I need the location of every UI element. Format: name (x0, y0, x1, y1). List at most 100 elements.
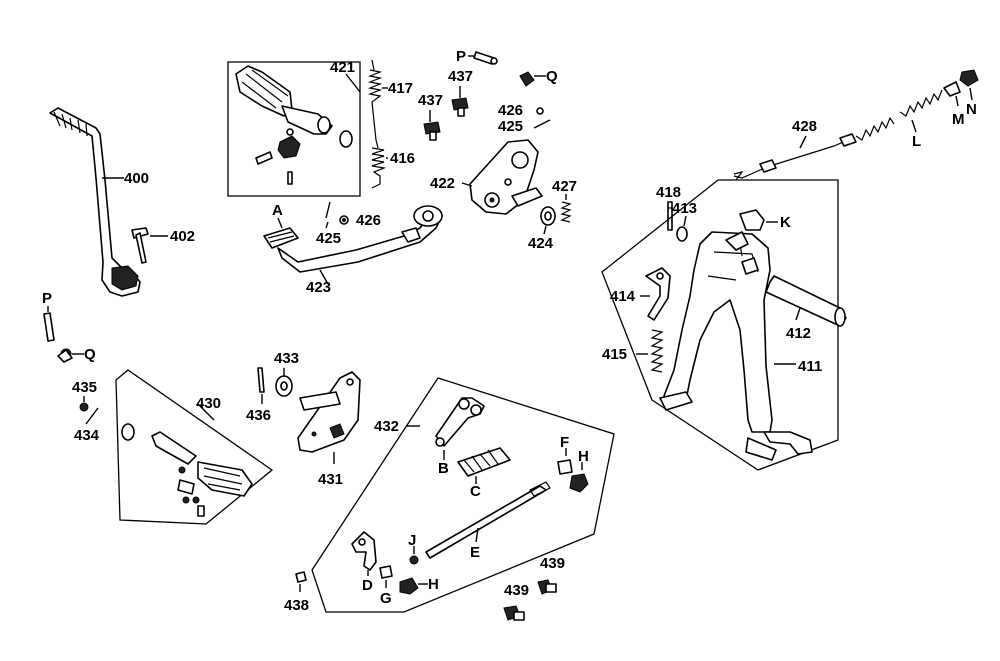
group-box-432 (311, 377, 615, 613)
label-h-right: H (578, 448, 589, 465)
label-415: 415 (602, 346, 627, 363)
label-q-left: Q (84, 346, 96, 363)
label-b: B (438, 460, 449, 477)
label-430: 430 (196, 395, 221, 412)
label-434: 434 (74, 427, 100, 444)
label-402: 402 (170, 228, 195, 245)
bolt-part-437-top (451, 97, 469, 117)
main-stand-part-411 (659, 231, 813, 461)
adjuster-part-m (943, 81, 961, 107)
nut-part-h-right (569, 462, 589, 493)
spring-part-416 (371, 139, 388, 189)
nut-part-n (959, 69, 979, 101)
washer-part-426-left (339, 215, 349, 225)
label-d: D (362, 577, 373, 594)
label-416: 416 (390, 150, 415, 167)
cable-spring-part-l (839, 89, 943, 147)
nut-part-f (557, 448, 573, 475)
spring-part-415 (636, 329, 664, 373)
label-425-right: 425 (498, 118, 523, 135)
label-e: E (470, 544, 480, 561)
shift-rubber-part-c (457, 447, 511, 484)
washer-part-426-right (536, 107, 544, 115)
label-423: 423 (306, 279, 331, 296)
label-412: 412 (786, 325, 811, 342)
label-f: F (560, 434, 569, 451)
stopper-part-k (739, 209, 778, 231)
label-427: 427 (552, 178, 577, 195)
bolt-part-g (379, 565, 393, 588)
label-k: K (780, 214, 791, 231)
label-417: 417 (388, 80, 413, 97)
label-433: 433 (274, 350, 299, 367)
label-414: 414 (610, 288, 636, 305)
label-428: 428 (792, 118, 817, 135)
group-box-430 (115, 369, 274, 525)
label-438: 438 (284, 597, 309, 614)
shift-arm-part-d (351, 531, 377, 576)
label-j: J (408, 532, 416, 549)
cotter-part-436 (257, 367, 265, 404)
brake-pedal-rubber-part-421 (235, 65, 353, 185)
bolt-part-439-right (537, 579, 557, 595)
label-437-left: 437 (418, 92, 443, 109)
label-a: A (272, 202, 283, 219)
label-426-right: 426 (498, 102, 523, 119)
bracket-part-422 (461, 139, 543, 215)
label-432: 432 (374, 418, 399, 435)
group-box-411 (601, 179, 839, 471)
brake-cable-part-428 (733, 139, 849, 181)
pin-part-p-left (43, 306, 55, 342)
label-p-top: P (456, 48, 466, 65)
shift-lever-part-b (435, 397, 485, 460)
cotter-part-425-right (533, 119, 551, 129)
washer-part-433 (275, 368, 293, 397)
clip-part-q-left (57, 348, 84, 363)
clip-part-q-top (519, 71, 546, 87)
kick-lever-part-400 (49, 107, 141, 297)
label-411: 411 (798, 358, 822, 375)
label-l: L (912, 133, 921, 150)
label-418: 418 (656, 184, 681, 201)
label-n: N (966, 101, 977, 118)
bolt-part-402 (131, 227, 168, 264)
bolt-part-439-left (503, 605, 525, 621)
label-400: 400 (124, 170, 149, 187)
label-424: 424 (528, 235, 554, 252)
label-426-left: 426 (356, 212, 381, 229)
label-m: M (952, 111, 965, 128)
label-425-left: 425 (316, 230, 341, 247)
pin-part-p-top (468, 51, 498, 65)
cotter-pin-part-434 (85, 407, 99, 425)
footrest-part-430 (121, 423, 253, 517)
label-413: 413 (672, 200, 697, 217)
shift-rod-part-e (425, 481, 551, 559)
nut-part-h-bottom (399, 577, 428, 595)
washer-part-413 (676, 215, 688, 242)
label-p-left: P (42, 290, 52, 307)
label-q-top: Q (546, 68, 558, 85)
label-436: 436 (246, 407, 271, 424)
label-435: 435 (72, 379, 97, 396)
label-431: 431 (318, 471, 343, 488)
label-421: 421 (330, 59, 355, 76)
label-c: C (470, 483, 481, 500)
label-422: 422 (430, 175, 455, 192)
bolt-part-438 (295, 571, 307, 592)
group-box-421 (227, 61, 361, 197)
label-g: G (380, 590, 392, 607)
bolt-part-437-left (423, 121, 441, 141)
stopper-plate-part-414 (640, 267, 671, 321)
spring-part-417 (367, 59, 388, 141)
brake-pedal-part-423 (263, 205, 443, 285)
label-h-bottom: H (428, 576, 439, 593)
washer-part-424 (540, 206, 556, 235)
spring-part-427 (560, 194, 572, 223)
washer-part-435 (79, 396, 89, 412)
pin-part-418 (667, 201, 673, 231)
label-439-left: 439 (504, 582, 529, 599)
nut-part-j (409, 546, 419, 565)
label-439-right: 439 (540, 555, 565, 572)
